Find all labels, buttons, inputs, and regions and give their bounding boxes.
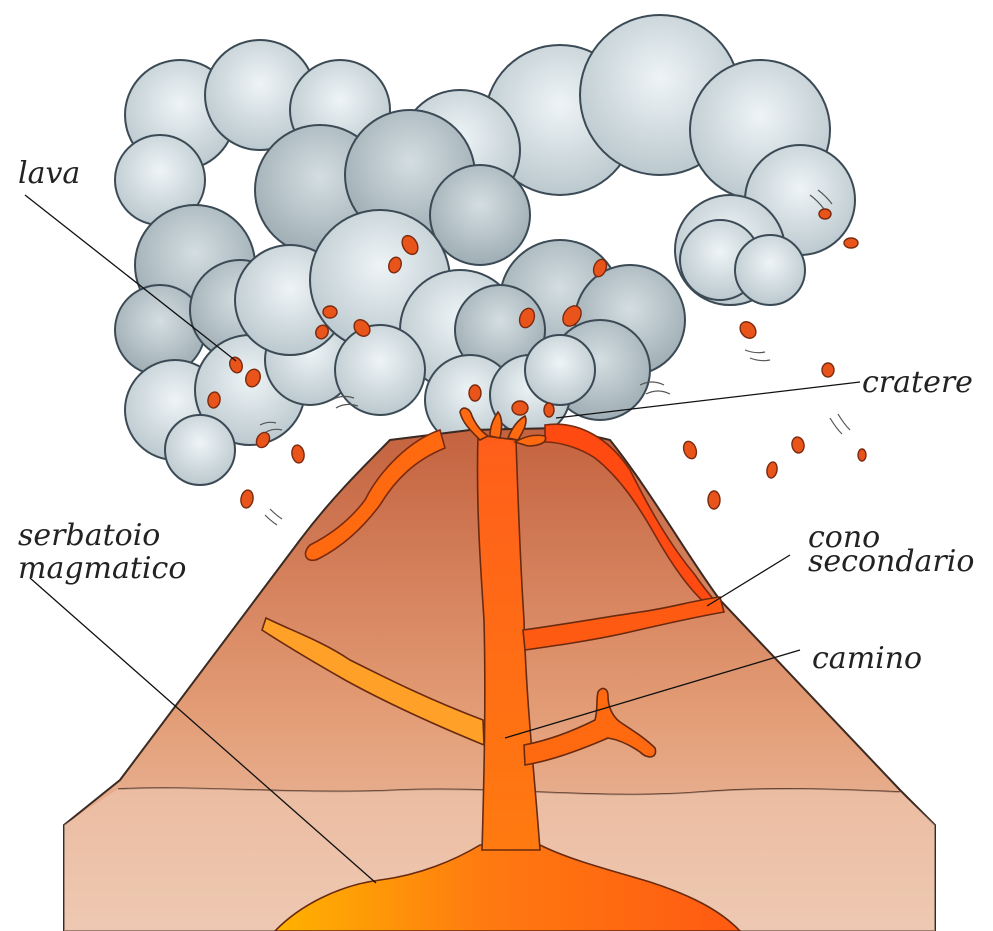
label-cono-line2: secondario: [808, 544, 974, 579]
label-cratere: cratere: [862, 365, 973, 400]
label-serbatoio-line1: serbatoio: [18, 518, 160, 553]
label-camino: camino: [812, 641, 922, 676]
cono-leader-line: [707, 555, 790, 606]
label-serbatoio-line2: magmatico: [18, 551, 186, 586]
ash-cloud: [115, 15, 855, 485]
label-lava: lava: [18, 156, 80, 191]
